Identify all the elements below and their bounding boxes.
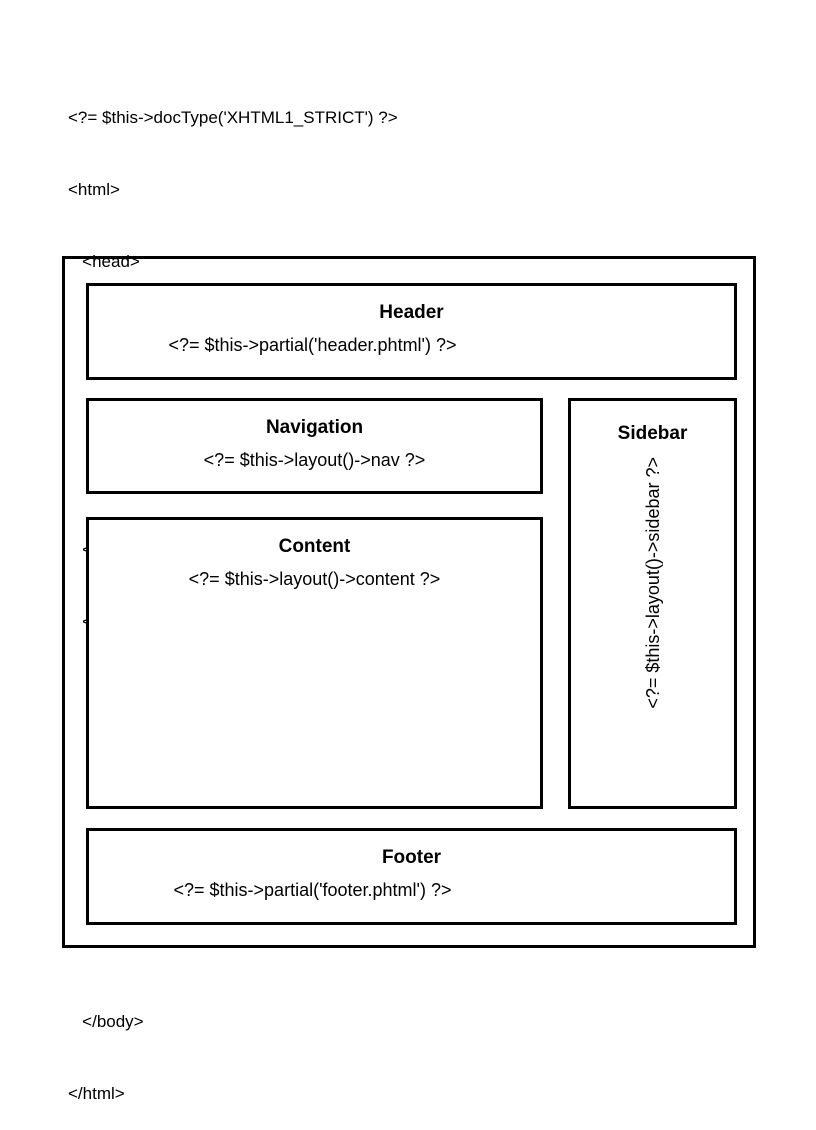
region-header: Header <?= $this->partial('header.phtml'… <box>86 283 737 380</box>
region-navigation: Navigation <?= $this->layout()->nav ?> <box>86 398 543 494</box>
region-header-title: Header <box>379 302 444 323</box>
region-footer-title: Footer <box>381 847 442 868</box>
code-line-doctype: <?= $this->docType('XHTML1_STRICT') ?> <box>68 108 398 127</box>
region-content: Content <?= $this->layout()->content ?> <box>86 517 543 809</box>
code-line-html-open: <html> <box>68 180 120 199</box>
region-sidebar: Sidebar <?= $this->layout()->sidebar ?> <box>568 398 737 809</box>
region-content-title: Content <box>278 536 351 557</box>
region-sidebar-code: <?= $this->layout()->sidebar ?> <box>642 457 663 709</box>
region-header-code: <?= $this->partial('header.phtml') ?> <box>168 335 457 355</box>
code-line-body-close: </body> <box>68 1012 144 1031</box>
region-navigation-title: Navigation <box>265 417 364 438</box>
region-footer-code: <?= $this->partial('footer.phtml') ?> <box>173 880 452 900</box>
code-line-html-close: </html> <box>68 1084 125 1103</box>
region-content-code: <?= $this->layout()->content ?> <box>188 569 441 589</box>
bottom-code-block: </body> </html> <box>68 962 144 1130</box>
region-sidebar-code-wrap: <?= $this->layout()->sidebar ?> <box>571 457 734 802</box>
region-footer: Footer <?= $this->partial('footer.phtml'… <box>86 828 737 925</box>
layout-container: Header <?= $this->partial('header.phtml'… <box>62 256 756 948</box>
region-navigation-code: <?= $this->layout()->nav ?> <box>203 450 426 470</box>
region-sidebar-title: Sidebar <box>617 423 688 444</box>
